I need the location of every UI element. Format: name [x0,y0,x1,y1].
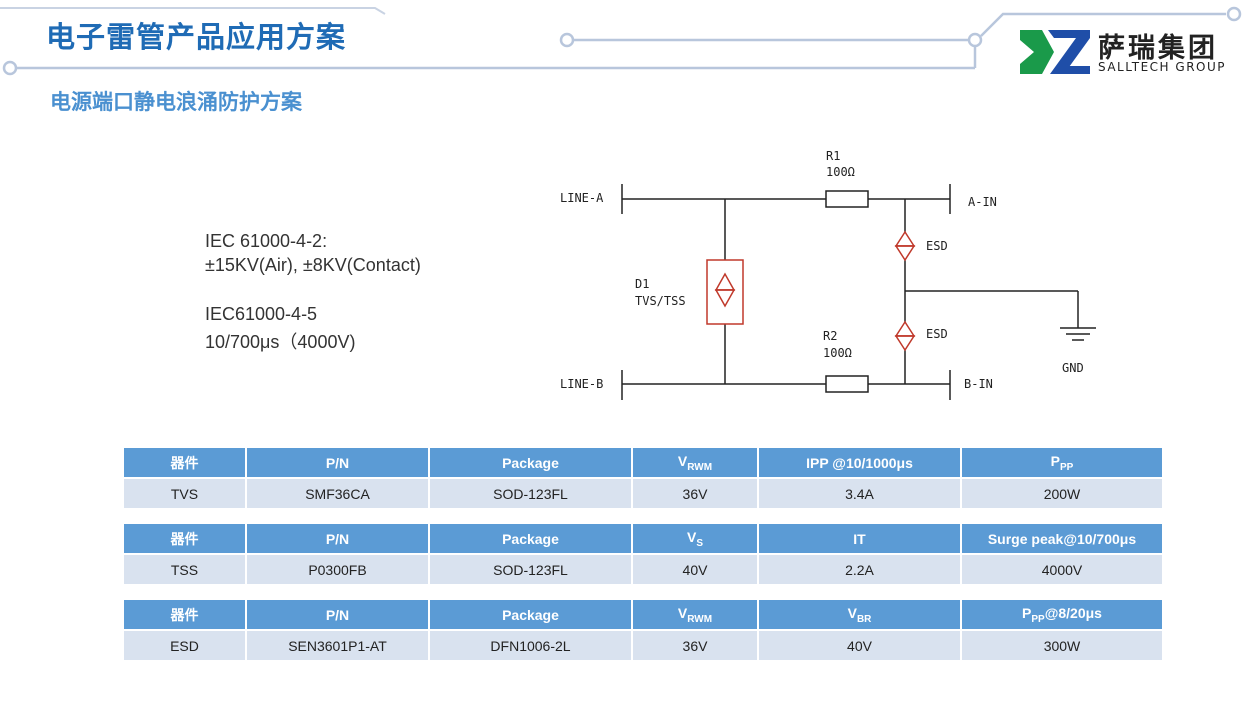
spec-surge-level: 10/700μs（4000V) [205,332,356,352]
header-cell: 器件 [124,524,245,553]
header-cell: Package [430,600,631,629]
tss-spec-table: 器件 P/N Package VS IT Surge peak@10/700μs… [122,524,1164,584]
cell-ppp: 200W [962,477,1162,508]
table-header-row: 器件 P/N Package VRWM VBR PPP@8/20μs [124,600,1162,629]
header-cell: 器件 [124,448,245,477]
spec-esd-levels: ±15KV(Air), ±8KV(Contact) [205,255,421,275]
label-r2: R2 [823,329,837,343]
label-d1-type: TVS/TSS [635,294,686,308]
logo-name-en: SALLTECH GROUP [1098,60,1226,74]
logo-name-cn: 萨瑞集团 [1098,33,1218,64]
header-cell: IPP @10/1000μs [759,448,960,477]
spec-iec-61000-4-2: IEC 61000-4-2: [205,231,328,251]
cell-device: TSS [124,553,245,584]
table-row: TVS SMF36CA SOD-123FL 36V 3.4A 200W [124,477,1162,508]
esd-diode-icon [894,230,916,262]
table-header-row: 器件 P/N Package VRWM IPP @10/1000μs PPP [124,448,1162,477]
header-cell: PPP [962,448,1162,477]
label-esd2: ESD [926,327,948,341]
circuit-schematic: LINE-A LINE-B A-IN B-IN R1 100Ω R2 100Ω … [560,149,1096,400]
table-header-row: 器件 P/N Package VS IT Surge peak@10/700μs [124,524,1162,553]
cell-vrwm: 36V [633,477,757,508]
cell-vs: 40V [633,553,757,584]
header-cell: VS [633,524,757,553]
header-cell: VRWM [633,448,757,477]
esd-spec-table: 器件 P/N Package VRWM VBR PPP@8/20μs ESD S… [122,600,1164,660]
header-cell: P/N [247,600,428,629]
cell-ppp: 300W [962,629,1162,660]
header-cell: 器件 [124,600,245,629]
label-r1: R1 [826,149,840,163]
table-row: TSS P0300FB SOD-123FL 40V 2.2A 4000V [124,553,1162,584]
salltech-logo-icon [1020,30,1090,74]
header-cell: Surge peak@10/700μs [962,524,1162,553]
cell-device: TVS [124,477,245,508]
header-cell: IT [759,524,960,553]
cell-package: DFN1006-2L [430,629,631,660]
cell-surge-peak: 4000V [962,553,1162,584]
label-r1-value: 100Ω [826,165,855,179]
header-cell: VRWM [633,600,757,629]
header-cell: PPP@8/20μs [962,600,1162,629]
cell-vbr: 40V [759,629,960,660]
esd-diode-icon [894,320,916,352]
tvs-tss-diode-icon [706,259,744,325]
table-row: ESD SEN3601P1-AT DFN1006-2L 36V 40V 300W [124,629,1162,660]
cell-package: SOD-123FL [430,553,631,584]
label-line-a: LINE-A [560,191,604,205]
header-cell: P/N [247,524,428,553]
header-cell: Package [430,448,631,477]
cell-it: 2.2A [759,553,960,584]
cell-vrwm: 36V [633,629,757,660]
cell-part-number: P0300FB [247,553,428,584]
cell-device: ESD [124,629,245,660]
header-decoration [0,6,1242,76]
label-esd1: ESD [926,239,948,253]
label-b-in: B-IN [964,377,993,391]
label-gnd: GND [1062,361,1084,375]
header-cell: Package [430,524,631,553]
cell-package: SOD-123FL [430,477,631,508]
cell-ipp: 3.4A [759,477,960,508]
header-cell: P/N [247,448,428,477]
page-title: 电子雷管产品应用方案 [46,20,347,54]
label-r2-value: 100Ω [823,346,852,360]
label-a-in: A-IN [968,195,997,209]
label-line-b: LINE-B [560,377,603,391]
page-subtitle: 电源端口静电浪涌防护方案 [50,90,302,114]
cell-part-number: SMF36CA [247,477,428,508]
spec-iec-61000-4-5: IEC61000-4-5 [205,304,318,324]
header-cell: VBR [759,600,960,629]
cell-part-number: SEN3601P1-AT [247,629,428,660]
tvs-spec-table: 器件 P/N Package VRWM IPP @10/1000μs PPP T… [122,448,1164,508]
label-d1: D1 [635,277,649,291]
